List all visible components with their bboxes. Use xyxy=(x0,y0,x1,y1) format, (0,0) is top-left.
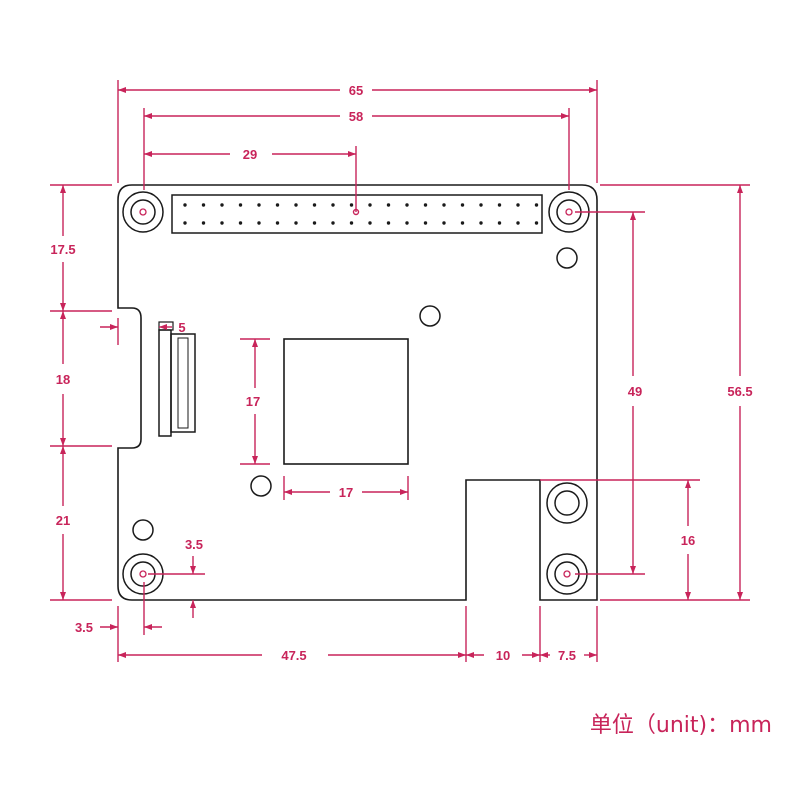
header-pin xyxy=(257,203,261,207)
dim-header-offset: 29 xyxy=(243,147,257,162)
main-chip xyxy=(283,338,409,465)
header-pin xyxy=(238,203,243,207)
header-pin xyxy=(331,221,335,225)
header-pin xyxy=(516,203,520,207)
header-pin xyxy=(479,203,483,207)
dim-connector-to-bottom: 21 xyxy=(56,513,70,528)
header-pin xyxy=(201,203,206,207)
header-pin xyxy=(497,221,502,225)
header-pin xyxy=(238,221,243,225)
header-pin xyxy=(386,221,391,225)
header-pin xyxy=(183,221,187,225)
header-pin xyxy=(534,221,539,225)
dim-hole-offset-y: 3.5 xyxy=(185,537,203,552)
header-pin xyxy=(368,203,372,207)
dim-overall-width: 65 xyxy=(349,83,363,98)
header-pin xyxy=(497,203,502,207)
dim-chip-height: 17 xyxy=(246,394,260,409)
header-pin xyxy=(201,221,206,225)
header-pin xyxy=(442,203,446,207)
header-pin xyxy=(275,221,280,225)
mounting-hole-right-middle xyxy=(546,482,588,524)
header-pin xyxy=(349,221,354,225)
dim-chip-width: 17 xyxy=(339,485,353,500)
header-pin xyxy=(220,203,224,207)
unit-label: 单位（unit)：mm xyxy=(590,713,772,738)
header-pin xyxy=(460,221,465,225)
header-pin xyxy=(479,221,483,225)
header-pin xyxy=(294,203,298,207)
dim-overall-height: 56.5 xyxy=(727,384,752,399)
fiducial-below-chip xyxy=(250,475,272,497)
dim-hole-offset-x: 3.5 xyxy=(75,620,93,635)
gpio-header xyxy=(171,194,543,234)
header-pin xyxy=(534,203,539,207)
header-pin xyxy=(220,221,224,225)
dim-notch-height: 16 xyxy=(681,533,695,548)
header-pin xyxy=(368,221,372,225)
header-pin xyxy=(405,221,409,225)
header-pin xyxy=(275,203,280,207)
dim-bottom-right-span: 7.5 xyxy=(558,648,576,663)
fiducial-left xyxy=(132,519,154,541)
camera-connector xyxy=(158,321,196,437)
header-pin xyxy=(349,203,354,207)
header-pin xyxy=(312,203,317,207)
mounting-hole-top-left xyxy=(122,191,164,233)
fiducial-center xyxy=(419,305,441,327)
dim-hole-spacing-x: 58 xyxy=(349,109,363,124)
dim-top-to-connector: 17.5 xyxy=(50,242,75,257)
header-pin xyxy=(312,221,317,225)
header-pin xyxy=(183,203,187,207)
header-pin xyxy=(423,203,428,207)
dim-notch-width: 10 xyxy=(496,648,510,663)
dim-hole-spacing-y: 49 xyxy=(628,384,642,399)
dim-connector-depth: 5 xyxy=(178,320,185,335)
header-pin xyxy=(460,203,465,207)
header-pin xyxy=(423,221,428,225)
header-pin xyxy=(257,221,261,225)
dim-bottom-left-span: 47.5 xyxy=(281,648,306,663)
board-outline xyxy=(117,184,598,601)
header-pin xyxy=(331,203,335,207)
header-pin xyxy=(386,203,391,207)
header-pin xyxy=(294,221,298,225)
dim-connector-height: 18 xyxy=(56,372,70,387)
fiducial-top-right xyxy=(556,247,578,269)
header-pin xyxy=(442,221,446,225)
header-pin xyxy=(516,221,520,225)
header-pin xyxy=(405,203,409,207)
